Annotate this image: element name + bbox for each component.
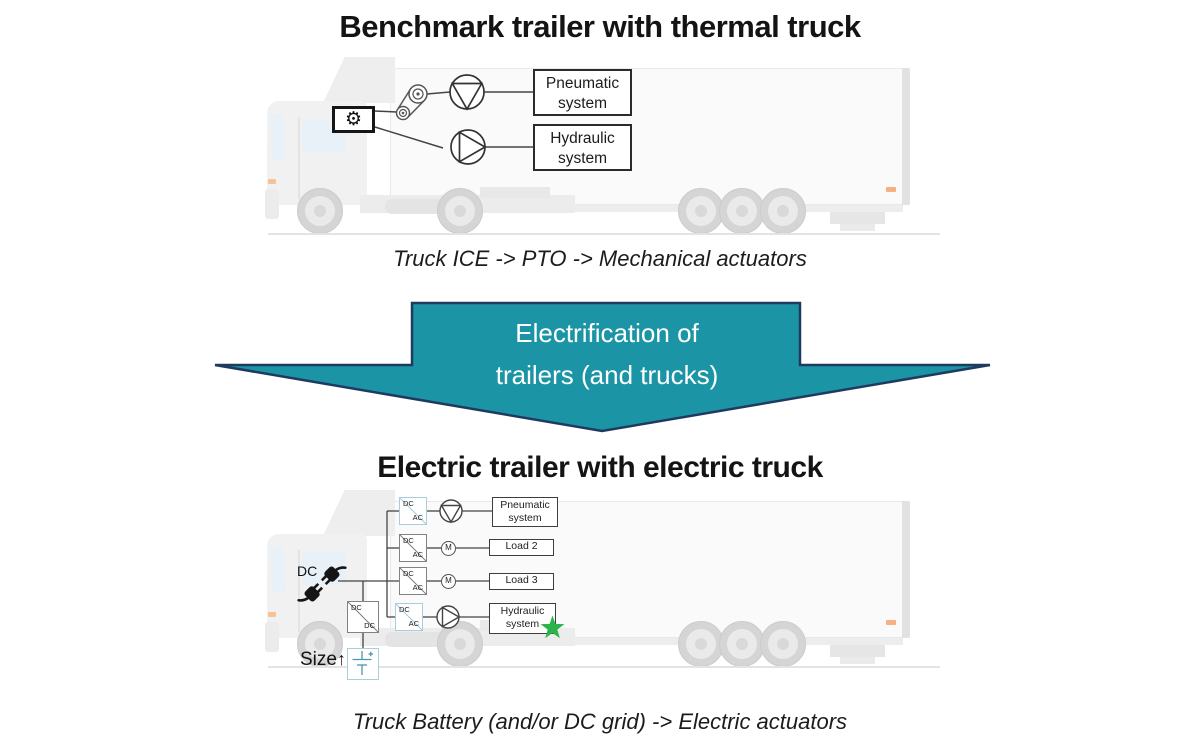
top-caption: Truck ICE -> PTO -> Mechanical actuators — [393, 246, 807, 271]
headlight — [268, 612, 276, 617]
bottom-section-title: Electric trailer with electric truck — [377, 451, 823, 484]
converter-dc-label: DC — [403, 499, 414, 508]
front-bumper — [265, 622, 279, 652]
converter-ac-label: AC — [412, 583, 423, 592]
battery-box — [347, 648, 379, 680]
ice-engine-box: ⚙ — [332, 106, 375, 133]
converter-dc-label: DC — [403, 536, 414, 545]
dc-ac-converter-pneumatic: DC AC — [399, 497, 427, 525]
trailer-underride-guard — [830, 645, 885, 657]
ground-line — [268, 666, 940, 668]
dc-ac-converter-load2: DC AC — [399, 534, 427, 562]
gear-icon: ⚙ — [344, 108, 363, 130]
converter-ac-label: AC — [412, 513, 423, 522]
trailer-marker-light — [886, 187, 896, 192]
motor-icon: M — [441, 574, 456, 589]
headlight — [268, 179, 276, 184]
dc-plug-icon — [297, 566, 347, 602]
trailer-underbody — [393, 638, 903, 645]
trailer-rear-step — [840, 657, 875, 664]
trailer-underbody — [393, 205, 903, 212]
compressor-pump-icon — [449, 74, 485, 111]
truck-wheel — [297, 621, 343, 667]
arrow-label-line2: trailers (and trucks) — [495, 360, 719, 390]
electrification-down-arrow — [214, 301, 991, 433]
truck-wheel — [437, 621, 483, 667]
trailer-wheel — [719, 621, 765, 667]
load2-box: Load 2 — [489, 539, 554, 556]
battery-icon — [352, 651, 373, 675]
cab-door-line — [298, 550, 300, 632]
trailer-rear-edge — [902, 68, 910, 205]
pto-belt-icon — [395, 84, 428, 121]
converter-dc-label: DC — [364, 621, 375, 630]
pneumatic-system-box: Pneumatic system — [533, 69, 632, 116]
trailer-wheel — [760, 621, 806, 667]
bottom-caption: Truck Battery (and/or DC grid) -> Electr… — [352, 709, 848, 734]
trailer-wheel — [719, 188, 765, 234]
trailer-wheel — [760, 188, 806, 234]
hydraulic-pump-icon — [436, 605, 461, 629]
converter-dc-label: DC — [351, 603, 362, 612]
trailer-underride-guard — [830, 212, 885, 224]
top-schematic-lines — [374, 74, 533, 165]
dc-ac-converter-hydraulic: DC AC — [395, 603, 423, 631]
truck-wheel — [437, 188, 483, 234]
motor-icon: M — [441, 541, 456, 556]
trailer-body — [390, 501, 910, 638]
connection-lines — [338, 510, 492, 648]
converter-ac-label: AC — [408, 619, 419, 628]
down-arrow-shape — [214, 301, 991, 433]
connection-lines — [374, 91, 533, 149]
dc-input-label: DC — [297, 563, 318, 579]
up-arrow-icon: ↑ — [336, 649, 346, 669]
trailer-wheel — [678, 188, 724, 234]
converter-dc-label: DC — [399, 605, 410, 614]
compressor-pump-icon — [439, 499, 463, 524]
cab-door-line — [298, 117, 300, 199]
hydraulic-pump-icon — [450, 129, 487, 165]
load3-box: Load 3 — [489, 573, 554, 590]
truck-wheel — [297, 188, 343, 234]
top-section-title: Benchmark trailer with thermal truck — [339, 9, 861, 44]
fifth-wheel — [480, 187, 550, 198]
arrow-label: Electrification of trailers (and trucks) — [412, 312, 802, 396]
converter-dc-label: DC — [403, 569, 414, 578]
trailer-rear-step — [840, 224, 875, 231]
trailer-wheel — [678, 621, 724, 667]
front-bumper — [265, 189, 279, 219]
trailer-marker-light — [886, 620, 896, 625]
size-text: Size — [300, 649, 337, 670]
trailer-rear-edge — [902, 501, 910, 638]
arrow-label-line1: Electrification of — [515, 318, 699, 348]
pneumatic-system-box: Pneumatic system — [492, 497, 558, 527]
green-star-icon — [540, 616, 565, 639]
bottom-schematic-lines — [297, 499, 492, 648]
converter-ac-label: AC — [412, 550, 423, 559]
hydraulic-system-box: Hydraulic system — [533, 124, 632, 171]
size-label: Size↑ — [300, 649, 346, 671]
dc-ac-converter-load3: DC AC — [399, 567, 427, 595]
ground-line — [268, 233, 940, 235]
dc-dc-converter: DC DC — [347, 601, 379, 633]
hydraulic-system-box: Hydraulic system — [489, 603, 556, 634]
